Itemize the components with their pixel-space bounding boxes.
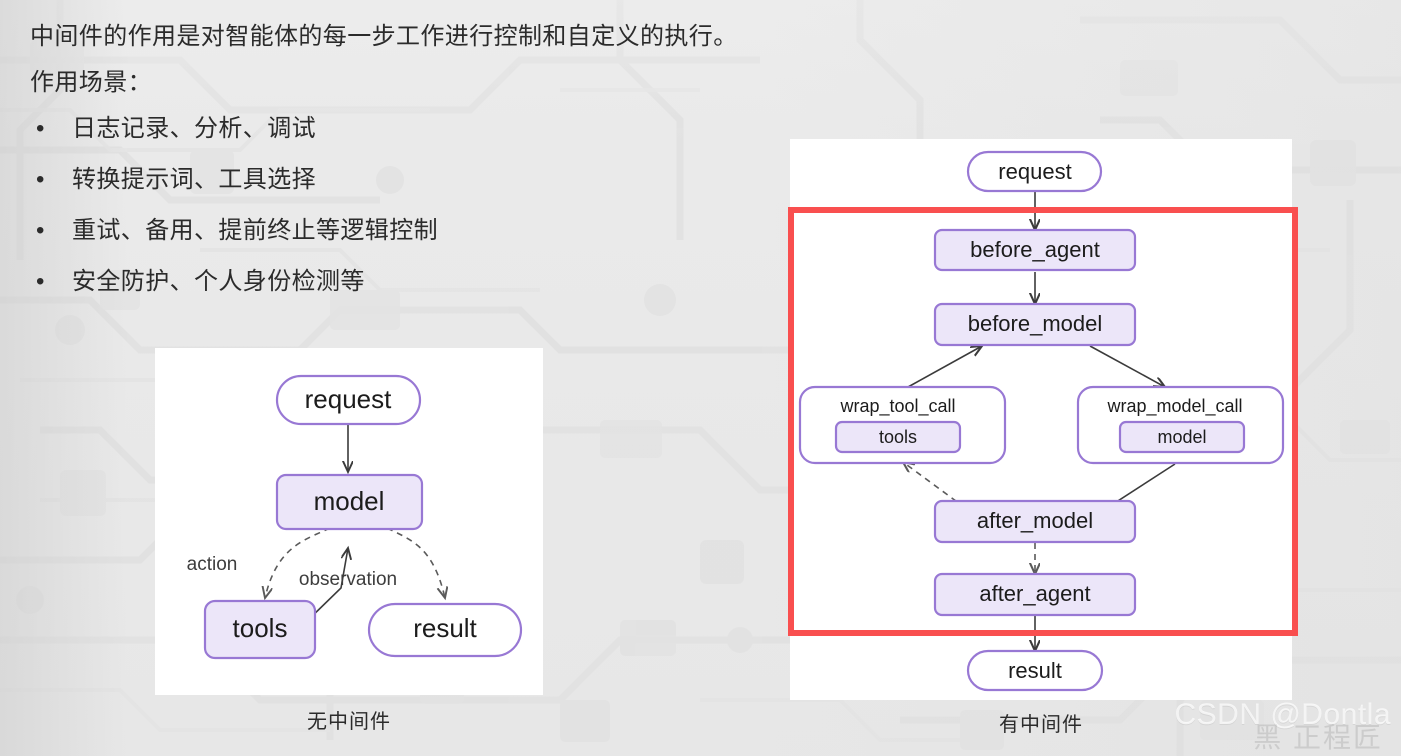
node-result-label: result (413, 613, 477, 643)
node-tools[interactable]: tools (834, 420, 962, 454)
node-tools-label: tools (879, 427, 917, 447)
intro-paragraph: 中间件的作用是对智能体的每一步工作进行控制和自定义的执行。 (30, 23, 738, 50)
diagram-panel-no-middleware: request model tools result action observ… (155, 348, 543, 695)
list-item: • 安全防护、个人身份检测等 (30, 265, 810, 299)
node-request-label: request (998, 159, 1071, 184)
node-result[interactable]: result (966, 649, 1104, 692)
node-before-model[interactable]: before_model (933, 302, 1137, 347)
node-after-agent[interactable]: after_agent (933, 572, 1137, 617)
node-result-label: result (1008, 658, 1062, 683)
node-before-model-label: before_model (968, 311, 1103, 336)
list-item-label: 日志记录、分析、调试 (72, 115, 316, 143)
node-after-model[interactable]: after_model (933, 499, 1137, 544)
bullet-dot-icon: • (36, 115, 45, 143)
node-result[interactable]: result (367, 602, 523, 658)
list-item-label: 重试、备用、提前终止等逻辑控制 (72, 217, 438, 245)
node-tools[interactable]: tools (203, 599, 317, 660)
scenario-bullet-list: • 日志记录、分析、调试 • 转换提示词、工具选择 • 重试、备用、提前终止等逻… (30, 112, 810, 299)
edge-label-observation: observation (299, 569, 397, 590)
node-tools-label: tools (233, 613, 288, 643)
watermark-subtext: 黑 正程匠 (1253, 722, 1383, 753)
node-request[interactable]: request (275, 374, 422, 426)
node-wrap-model-call[interactable]: wrap_model_call model (1076, 385, 1285, 465)
edge-before-model-to-wrap-model-call (1089, 345, 1165, 387)
bullet-dot-icon: • (36, 268, 45, 296)
node-model[interactable]: model (1118, 420, 1246, 454)
edge-label-action: action (187, 554, 238, 575)
node-wrap-model-call-label: wrap_model_call (1106, 396, 1242, 417)
list-item: • 转换提示词、工具选择 (30, 163, 810, 197)
list-item-label: 安全防护、个人身份检测等 (72, 268, 365, 296)
node-wrap-tool-call[interactable]: wrap_tool_call tools (798, 385, 1007, 465)
list-item: • 日志记录、分析、调试 (30, 112, 810, 146)
node-request[interactable]: request (966, 150, 1103, 193)
bullet-dot-icon: • (36, 166, 45, 194)
caption-no-middleware: 无中间件 (307, 711, 391, 733)
diagram-panel-with-middleware: request before_agent before_model wrap_t… (790, 139, 1292, 700)
flowchart-with-middleware: request before_agent before_model wrap_t… (798, 150, 1285, 692)
list-item: • 重试、备用、提前终止等逻辑控制 (30, 214, 810, 248)
flowchart-no-middleware: request model tools result action observ… (187, 374, 523, 660)
node-model-label: model (1157, 427, 1206, 447)
node-after-model-label: after_model (977, 508, 1093, 533)
node-wrap-tool-call-label: wrap_tool_call (839, 396, 955, 417)
node-request-label: request (305, 384, 392, 414)
node-before-agent-label: before_agent (970, 237, 1100, 262)
scenario-heading: 作用场景： (30, 69, 152, 97)
node-after-agent-label: after_agent (979, 581, 1090, 606)
node-model-label: model (314, 486, 385, 516)
node-model[interactable]: model (275, 473, 424, 531)
bullet-dot-icon: • (36, 217, 45, 245)
node-before-agent[interactable]: before_agent (933, 228, 1137, 272)
list-item-label: 转换提示词、工具选择 (72, 166, 316, 194)
edge-wrap-tool-call-to-before-model (907, 346, 982, 388)
slide-text-block: 中间件的作用是对智能体的每一步工作进行控制和自定义的执行。 作用场景： • 日志… (30, 20, 810, 316)
